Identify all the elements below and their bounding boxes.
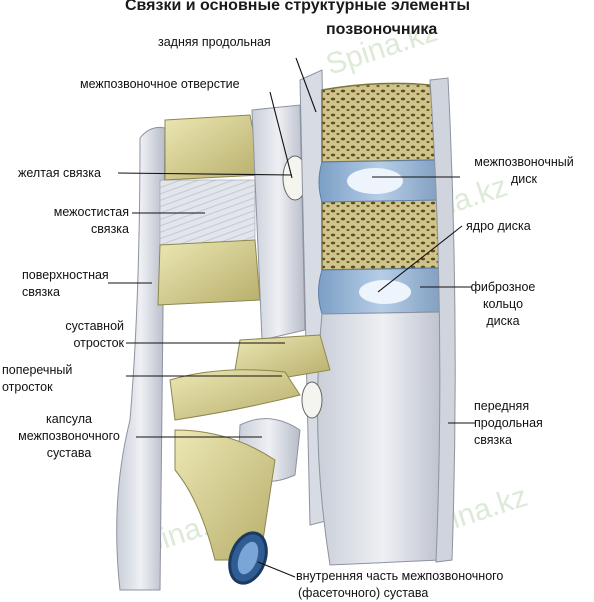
label-facet-inner-line1: внутренняя часть межпозвоночного: [296, 569, 504, 583]
label-interspinous-line2: связка: [91, 222, 129, 236]
label-articular-process: суставной отросток: [60, 318, 124, 352]
spinous-process-middle: [157, 239, 261, 306]
nucleus-middle: [359, 280, 411, 304]
label-supraspinous: поверхностная связка: [22, 267, 109, 301]
label-anterior-longitudinal-line3: связка: [474, 433, 512, 447]
vertebral-body-middle: [321, 197, 441, 271]
lower-foramen: [301, 381, 323, 419]
page-subtitle: позвоночника: [326, 21, 438, 38]
supraspinous-ligament-shape: [116, 127, 166, 591]
label-supraspinous-line1: поверхностная: [22, 268, 109, 282]
label-articular-process-line2: отросток: [73, 336, 124, 350]
label-articular-process-line1: суставной: [65, 319, 124, 333]
label-transverse-process-line1: поперечный: [2, 363, 73, 377]
anterior-longitudinal-ligament-shape: [429, 77, 456, 563]
label-interspinous: межостистая связка: [33, 204, 129, 238]
leader-yellow-ligament: [117, 172, 293, 176]
leader-intervertebral-foramen: [269, 91, 293, 179]
label-nucleus: ядро диска: [466, 219, 531, 233]
label-yellow-ligament: желтая связка: [18, 166, 101, 180]
page-title: Связки и основные структурные элементы: [125, 0, 470, 14]
label-facet-inner: внутренняя часть межпозвоночного (фасето…: [296, 568, 503, 602]
label-joint-capsule-line2: межпозвоночного: [18, 429, 120, 443]
label-joint-capsule-line1: капсула: [46, 412, 92, 426]
leader-nucleus: [377, 225, 463, 293]
label-annulus-line2: кольцо: [482, 297, 524, 311]
leader-facet-inner: [257, 561, 296, 578]
label-annulus: фиброзное кольцо диска: [470, 279, 536, 330]
articular-process-shape: [234, 334, 331, 381]
label-joint-capsule-line3: сустава: [46, 446, 92, 460]
leader-lines: [108, 57, 476, 578]
label-annulus-line3: диска: [486, 314, 520, 328]
vertebral-body-lower: [317, 311, 450, 566]
interspinous-ligament-shape: [159, 179, 256, 251]
label-intervertebral-foramen: межпозвоночное отверстие: [80, 77, 240, 91]
label-transverse-process: поперечный отросток: [2, 362, 72, 396]
transverse-process-shape: [169, 369, 301, 421]
nucleus-upper: [347, 168, 403, 194]
label-transverse-process-line2: отросток: [2, 380, 53, 394]
label-anterior-longitudinal-line1: передняя: [474, 399, 530, 413]
leader-posterior-longitudinal: [295, 57, 317, 113]
label-facet-inner-line2: (фасеточного) сустава: [298, 586, 429, 600]
spinous-process-upper: [164, 114, 263, 181]
label-intervertebral-disc: межпозвоночный диск: [460, 154, 588, 188]
label-supraspinous-line2: связка: [22, 285, 60, 299]
label-anterior-longitudinal: передняя продольная связка: [474, 398, 543, 449]
facet-joint-highlight: [237, 541, 259, 575]
label-anterior-longitudinal-line2: продольная: [474, 416, 543, 430]
yellow-ligament-shape: [251, 104, 306, 341]
label-joint-capsule: капсула межпозвоночного сустава: [1, 411, 137, 462]
label-posterior-longitudinal: задняя продольная: [158, 35, 271, 49]
label-annulus-line1: фиброзное: [470, 280, 536, 294]
label-disc-line1: межпозвоночный: [474, 155, 574, 169]
vertebral-body-upper: [321, 82, 439, 163]
label-interspinous-line1: межостистая: [53, 205, 129, 219]
label-disc-line2: диск: [511, 172, 537, 186]
